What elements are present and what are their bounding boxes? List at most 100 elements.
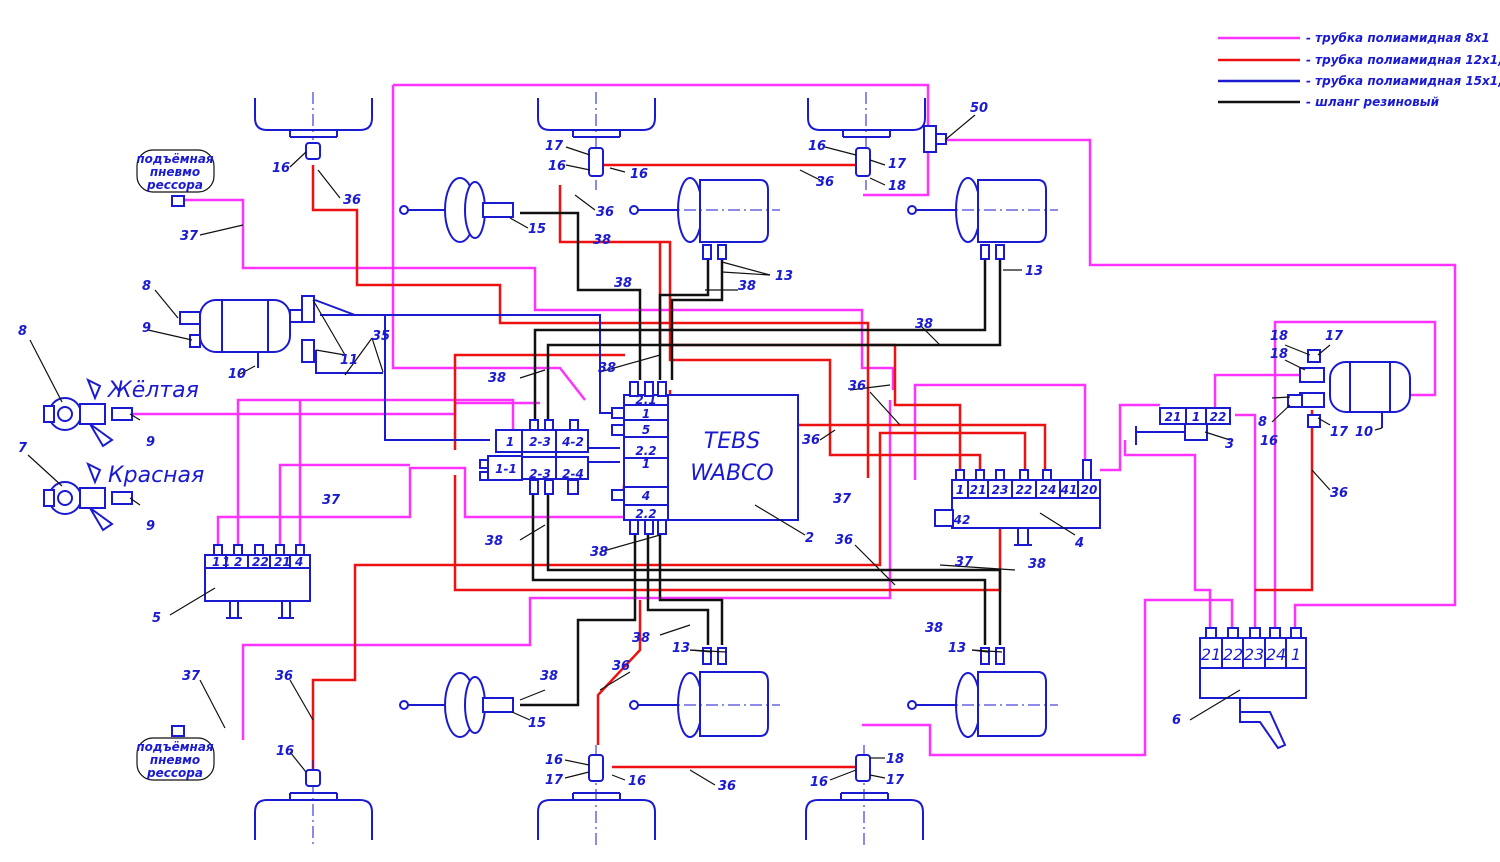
module5-port-4: 4 bbox=[294, 555, 303, 569]
label-4: 4 bbox=[1074, 536, 1084, 551]
label-16-bottom: 16 bbox=[276, 744, 294, 759]
module6-port-23: 23 bbox=[1244, 645, 1264, 664]
label-15-top: 15 bbox=[528, 222, 546, 237]
label-13-botright: 13 bbox=[948, 641, 966, 656]
blue-lines bbox=[314, 299, 620, 441]
air-spring-label-bottom: подъёмная пневмо рессора bbox=[136, 725, 215, 781]
legend: - трубка полиамидная 8x1 - трубка полиам… bbox=[1218, 31, 1500, 109]
tebs-wabco-unit: TEBS WABCO 2.1 1 5 2.2 1 4 2.2 bbox=[611, 381, 799, 535]
label-17-botright: 17 bbox=[886, 773, 905, 788]
spring-chamber-bottom-mid bbox=[629, 647, 780, 738]
label-18-botright: 18 bbox=[886, 752, 904, 767]
label-38-h: 38 bbox=[1028, 557, 1046, 572]
label-7: 7 bbox=[18, 441, 28, 456]
module4-port-20: 20 bbox=[1081, 483, 1098, 497]
label-8: 8 bbox=[142, 279, 151, 294]
label-38-i: 38 bbox=[925, 621, 943, 636]
module5-port-21: 21 bbox=[274, 555, 291, 569]
label-9-red: 9 bbox=[146, 519, 155, 534]
label-38-g: 38 bbox=[590, 545, 608, 560]
label-36-topright: 36 bbox=[816, 175, 834, 190]
module4-port-22: 22 bbox=[1016, 483, 1033, 497]
label-36-botmid: 36 bbox=[612, 659, 630, 674]
valve-left-port-4-2: 4-2 bbox=[561, 435, 584, 449]
module-6: 21 22 23 24 1 bbox=[1199, 627, 1307, 750]
label-18-r2: 18 bbox=[1270, 347, 1288, 362]
label-36-topmid: 36 bbox=[596, 205, 614, 220]
coupling-head-yellow bbox=[29, 339, 133, 448]
spring-chamber-bottom-right bbox=[907, 647, 1058, 738]
label-11: 11 bbox=[340, 353, 358, 368]
label-38-f: 38 bbox=[485, 534, 503, 549]
air-spring-top-line1: подъёмная bbox=[136, 152, 214, 166]
air-spring-top-line2: пневмо bbox=[150, 165, 200, 179]
label-38-b: 38 bbox=[614, 276, 632, 291]
label-16-botmid2: 16 bbox=[628, 774, 646, 789]
module-5: 1 1 2 22 21 4 bbox=[204, 544, 311, 619]
leader-lines bbox=[129, 114, 1383, 786]
label-38-topmid: 38 bbox=[593, 233, 611, 248]
wheel-top-right bbox=[807, 92, 926, 190]
label-37-mid: 37 bbox=[833, 492, 852, 507]
label-17-topright: 17 bbox=[888, 157, 907, 172]
label-8-right: 8 bbox=[1258, 415, 1267, 430]
label-38-c: 38 bbox=[915, 317, 933, 332]
label-36-mid: 36 bbox=[848, 379, 866, 394]
label-9: 9 bbox=[142, 321, 151, 336]
tebs-port-5: 5 bbox=[642, 423, 650, 437]
tebs-port-22b: 2.2 bbox=[635, 507, 656, 521]
module4-port-42: 42 bbox=[953, 513, 971, 527]
label-36: 36 bbox=[343, 193, 361, 208]
air-receiver-right bbox=[1299, 361, 1411, 428]
label-13-botmid: 13 bbox=[672, 641, 690, 656]
label-16-top2: 16 bbox=[630, 167, 648, 182]
label-17-right: 17 bbox=[1330, 425, 1349, 440]
air-spring-bottom-line1: подъёмная bbox=[136, 740, 214, 754]
module6-port-21: 21 bbox=[1201, 645, 1221, 664]
valve-left-port-2-3b: 2-3 bbox=[529, 467, 551, 481]
label-38-e: 38 bbox=[598, 361, 616, 376]
label-37: 37 bbox=[180, 229, 199, 244]
valve3-port-22: 22 bbox=[1210, 410, 1227, 424]
label-18-topright: 18 bbox=[888, 179, 906, 194]
label-10: 10 bbox=[228, 367, 246, 382]
module-4: 1 21 23 22 24 41 20 42 bbox=[934, 459, 1101, 546]
label-3: 3 bbox=[1225, 437, 1234, 452]
legend-text-pink: - трубка полиамидная 8x1 bbox=[1306, 31, 1490, 45]
label-50: 50 bbox=[970, 101, 988, 116]
spring-chamber-top-right bbox=[907, 177, 1058, 260]
module6-port-24: 24 bbox=[1266, 645, 1286, 664]
label-16-topright: 16 bbox=[808, 139, 826, 154]
legend-text-blue: - трубка полиамидная 15x1,5 bbox=[1306, 74, 1500, 88]
label-37-bottom: 37 bbox=[182, 669, 201, 684]
legend-text-red: - трубка полиамидная 12x1,5 bbox=[1306, 53, 1500, 67]
label-6: 6 bbox=[1172, 713, 1181, 728]
label-16-right: 16 bbox=[1260, 434, 1278, 449]
pink-lines bbox=[133, 83, 1457, 757]
valve-block-left: 1 2-3 4-2 1-1 2-3 2-4 bbox=[479, 419, 620, 495]
label-36-mid3: 36 bbox=[835, 533, 853, 548]
fittings-right bbox=[923, 125, 1321, 428]
label-10-right: 10 bbox=[1355, 425, 1373, 440]
black-lines bbox=[520, 211, 1002, 707]
legend-text-black: - шланг резиновый bbox=[1306, 95, 1440, 109]
brake-chamber-bottom-small bbox=[399, 672, 514, 738]
label-16: 16 bbox=[272, 161, 290, 176]
label-36-right: 36 bbox=[1330, 486, 1348, 501]
label-17-r1: 17 bbox=[1325, 329, 1344, 344]
valve-left-port-2-3a: 2-3 bbox=[529, 435, 551, 449]
module5-port-22: 22 bbox=[252, 555, 269, 569]
label-38-k: 38 bbox=[540, 669, 558, 684]
wheel-bottom-mid bbox=[537, 745, 656, 845]
air-spring-bottom-line3: рессора bbox=[146, 766, 203, 780]
valve-left-port-1-1: 1-1 bbox=[495, 462, 517, 476]
label-35: 35 bbox=[372, 329, 390, 344]
module4-port-41: 41 bbox=[1060, 483, 1078, 497]
air-spring-top-line3: рессора bbox=[146, 178, 203, 192]
wheel-top-mid bbox=[537, 92, 656, 190]
label-16-botright: 16 bbox=[810, 775, 828, 790]
label-38-d: 38 bbox=[488, 371, 506, 386]
part-number-labels: 16 36 37 8 9 10 11 35 8 7 9 9 15 36 38 1… bbox=[18, 101, 1373, 794]
label-16-botmid: 16 bbox=[545, 753, 563, 768]
